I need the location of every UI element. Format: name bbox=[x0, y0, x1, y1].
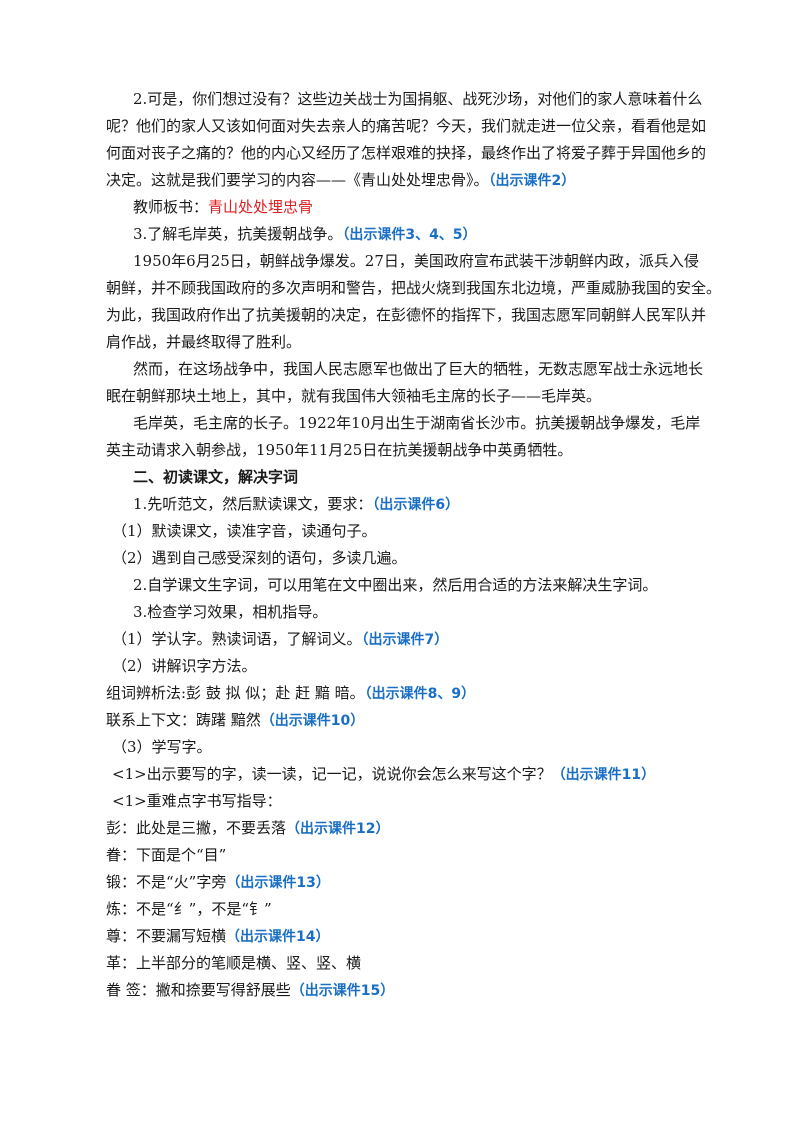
character-note: 革：上半部分的笔顺是横、竖、竖、横 bbox=[106, 954, 362, 972]
list-item: <1>出示要写的字，读一读，记一记，说说你会怎么来写这个字？（出示课件11） bbox=[112, 765, 656, 783]
courseware-cue: （出示课件14） bbox=[226, 929, 330, 945]
paragraph-line: 毛岸英，毛主席的长子。1922年10月出生于湖南省长沙市。抗美援朝战争爆发，毛岸 bbox=[133, 414, 701, 432]
paragraph-line: 朝鲜，并不顾我国政府的多次声明和警告，把战火烧到我国东北边境，严重威胁我国的安全… bbox=[106, 279, 722, 297]
list-item: （2）遇到自己感受深刻的语句，多读几遍。 bbox=[112, 549, 407, 567]
paragraph-line: 然而，在这场战争中，我国人民志愿军也做出了巨大的牺牲，无数志愿军战士永远地长 bbox=[133, 360, 704, 378]
courseware-cue: （出示课件8、9） bbox=[364, 686, 476, 702]
paragraph-line: 3.了解毛岸英，抗美援朝战争。（出示课件3、4、5） bbox=[133, 225, 477, 243]
courseware-cue: （出示课件12） bbox=[286, 821, 390, 837]
paragraph-line: 2.可是，你们想过没有？这些边关战士为国捐躯、战死沙场，对他们的家人意味着什么 bbox=[133, 90, 703, 108]
paragraph-line: 呢？他们的家人又该如何面对失去亲人的痛苦呢？今天，我们就走进一位父亲，看看他是如 bbox=[106, 117, 707, 135]
list-item: （1）默读课文，读准字音，读通句子。 bbox=[112, 522, 377, 540]
character-note: 眷：下面是个“目” bbox=[106, 846, 227, 864]
paragraph-line: 决定。这就是我们要学习的内容——《青山处处埋忠骨》。（出示课件2） bbox=[106, 171, 576, 189]
courseware-cue: （出示课件6） bbox=[372, 497, 460, 513]
courseware-cue: （出示课件15） bbox=[290, 983, 395, 999]
paragraph-line: 3.检查学习效果，相机指导。 bbox=[133, 603, 328, 621]
section-heading: 二、初读课文，解决字词 bbox=[133, 468, 299, 486]
character-note: 炼：不是“纟”，不是“钅” bbox=[106, 900, 272, 918]
courseware-cue: （出示课件11） bbox=[551, 767, 656, 783]
character-note: 彭：此处是三撇，不要丢落（出示课件12） bbox=[106, 819, 390, 837]
paragraph-line: 1.先听范文，然后默读课文，要求：（出示课件6） bbox=[133, 495, 460, 513]
courseware-cue: （出示课件3、4、5） bbox=[342, 227, 477, 243]
paragraph-line: 联系上下文：踌躇 黯然（出示课件10） bbox=[106, 711, 365, 729]
paragraph-line: 肩作战，并最终取得了胜利。 bbox=[106, 333, 302, 351]
courseware-cue: （出示课件13） bbox=[226, 875, 330, 891]
courseware-cue: （出示课件7） bbox=[361, 632, 449, 648]
paragraph-line: 英主动请求入朝参战，1950年11月25日在抗美援朝战争中英勇牺牲。 bbox=[106, 441, 573, 459]
paragraph-line: 何面对丧子之痛的？他的内心又经历了怎样艰难的抉择，最终作出了将爱子葬于异国他乡的 bbox=[106, 144, 707, 162]
courseware-cue: （出示课件2） bbox=[488, 173, 576, 189]
character-note: 尊：不要漏写短横（出示课件14） bbox=[106, 927, 330, 945]
paragraph-line: 1950年6月25日，朝鲜战争爆发。27日，美国政府宣布武装干涉朝鲜内政，派兵入… bbox=[133, 252, 699, 270]
character-note: 锻：不是“火”字旁（出示课件13） bbox=[106, 873, 330, 891]
courseware-cue: （出示课件10） bbox=[260, 713, 365, 729]
blackboard-title: 青山处处埋忠骨 bbox=[208, 198, 314, 216]
list-item: （2）讲解识字方法。 bbox=[112, 657, 257, 675]
list-item: （1）学认字。熟读词语，了解词义。（出示课件7） bbox=[112, 630, 449, 648]
paragraph-line: 为此，我国政府作出了抗美援朝的决定，在彭德怀的指挥下，我国志愿军同朝鲜人民军队并 bbox=[106, 306, 707, 324]
paragraph-line: 2.自学课文生字词，可以用笔在文中圈出来，然后用合适的方法来解决生字词。 bbox=[133, 576, 658, 594]
paragraph-line: 眠在朝鲜那块土地上，其中，就有我国伟大领袖毛主席的长子——毛岸英。 bbox=[106, 387, 602, 405]
list-item: （3）学写字。 bbox=[112, 738, 212, 756]
character-note: 眷 签：撇和捺要写得舒展些（出示课件15） bbox=[106, 981, 395, 999]
blackboard-line: 教师板书：青山处处埋忠骨 bbox=[133, 198, 314, 216]
paragraph-line: 组词辨析法:彭 鼓 拟 似；赴 赶 黯 暗。（出示课件8、9） bbox=[106, 684, 476, 702]
list-item: <1>重难点字书写指导： bbox=[112, 792, 282, 810]
